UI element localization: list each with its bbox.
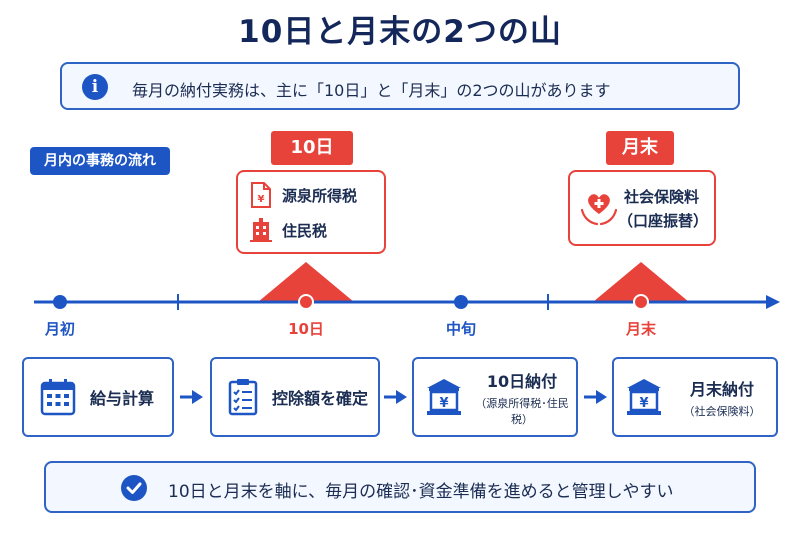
card-item-withholding: ¥ 源泉所得税	[250, 182, 357, 208]
step-title: 10日納付	[486, 371, 558, 391]
checklist-icon	[228, 379, 258, 416]
arrow-right-icon	[180, 390, 203, 404]
step-title: 月末納付	[689, 379, 754, 399]
arrow-right-icon	[584, 390, 607, 404]
check-circle-icon	[121, 475, 147, 501]
step-text-group: 月末納付 （社会保険料）	[668, 376, 776, 419]
tick-label-start: 月初	[44, 320, 75, 338]
card-item-label: 住民税	[282, 221, 328, 240]
peak-label-10th: 10日	[271, 131, 353, 165]
timeline-dot-10th	[298, 294, 314, 310]
peak-triangle-10th	[258, 262, 354, 302]
month-timeline	[34, 262, 780, 310]
social-insurance-label: 社会保険料	[624, 188, 700, 206]
timeline-dot-month-end	[633, 294, 649, 310]
timeline-dot-start	[53, 295, 67, 309]
page-title: 10日と月末の2つの山	[238, 14, 562, 50]
step-subtitle: （社会保険料）	[683, 404, 761, 418]
peak-card-month-end: 社会保険料 （口座振替）	[568, 170, 716, 246]
peak-label-month-end: 月末	[606, 131, 674, 165]
tick-label-month-end: 月末	[625, 320, 656, 338]
step-subtitle: （源泉所得税･住民税）	[475, 396, 569, 426]
info-icon: i	[82, 74, 108, 100]
flow-label: 月内の事務の流れ	[30, 147, 170, 175]
step-deduction: 控除額を確定	[210, 357, 380, 437]
step-text-group: 10日納付 （源泉所得税･住民税）	[468, 368, 576, 427]
info-text: 毎月の納付実務は、主に「10日」と「月末」の2つの山があります	[132, 81, 611, 100]
peak-card-10th: ¥ 源泉所得税 住民税	[236, 170, 386, 254]
card-item-label: 源泉所得税	[282, 186, 358, 205]
tax-document-icon: ¥	[251, 182, 271, 208]
step-month-end-payment: ¥ 月末納付 （社会保険料）	[612, 357, 778, 437]
account-transfer-label: （口座振替）	[618, 212, 709, 230]
bank-yen-icon: ¥	[427, 379, 461, 415]
svg-text:¥: ¥	[439, 396, 448, 411]
bank-yen-icon: ¥	[627, 379, 661, 415]
step-title: 控除額を確定	[272, 389, 369, 408]
step-payroll: 給与計算	[22, 357, 174, 437]
city-hall-icon	[250, 218, 272, 242]
arrow-right-icon	[384, 390, 407, 404]
step-title: 給与計算	[90, 389, 155, 408]
timeline-dot-mid	[454, 295, 468, 309]
tick-label-mid: 中旬	[445, 320, 476, 338]
peak-triangle-month-end	[593, 262, 689, 302]
card-item-resident-tax: 住民税	[250, 218, 327, 242]
svg-text:¥: ¥	[258, 194, 265, 205]
svg-text:¥: ¥	[639, 396, 648, 411]
info-banner: i 毎月の納付実務は、主に「10日」と「月末」の2つの山があります	[60, 62, 740, 110]
heart-hands-icon	[580, 194, 618, 226]
summary-banner: 10日と月末を軸に、毎月の確認･資金準備を進めると管理しやすい	[44, 461, 756, 513]
timeline-arrowhead	[766, 295, 780, 309]
step-10th-payment: ¥ 10日納付 （源泉所得税･住民税）	[412, 357, 578, 437]
calendar-icon	[40, 379, 76, 416]
summary-text: 10日と月末を軸に、毎月の確認･資金準備を進めると管理しやすい	[168, 482, 674, 502]
tick-label-10th: 10日	[288, 320, 324, 338]
